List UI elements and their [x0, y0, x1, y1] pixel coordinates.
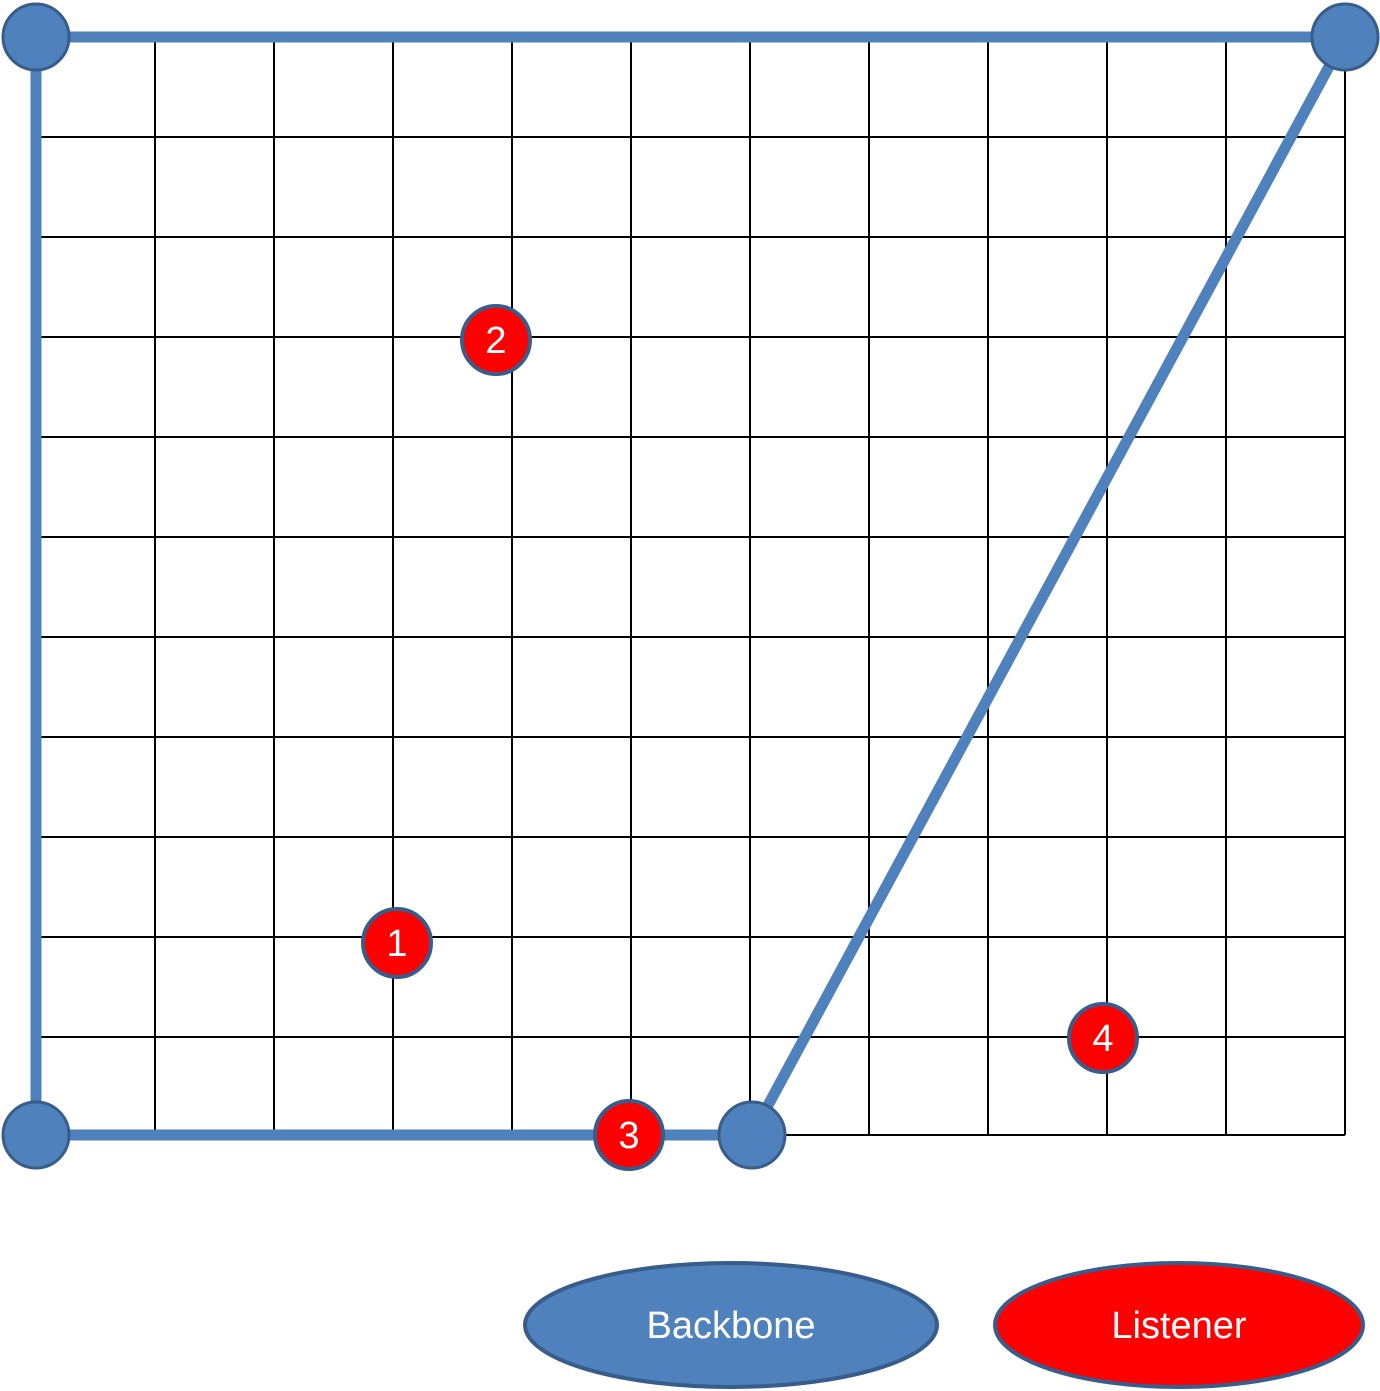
- backbone-lines: [30, 31, 1351, 1141]
- listener-1: 1: [361, 907, 433, 979]
- backbone-nodes: [1, 2, 1380, 1170]
- listener-2: 2: [460, 304, 532, 376]
- listener-label: 1: [386, 923, 407, 965]
- listener-label: 3: [618, 1115, 639, 1157]
- listener-circle: [593, 1099, 665, 1171]
- legend: Backbone Listener: [523, 1261, 1365, 1389]
- backbone-node-top-right: [1310, 2, 1380, 72]
- listener-circle: [460, 304, 532, 376]
- legend-listener: Listener: [993, 1261, 1365, 1389]
- legend-listener-ellipse: [993, 1261, 1365, 1389]
- listeners: 1 2 3 4: [361, 304, 1139, 1171]
- legend-backbone: Backbone: [523, 1261, 939, 1389]
- listener-3: 3: [593, 1099, 665, 1171]
- backbone-link: [746, 31, 1351, 1141]
- listener-label: 4: [1092, 1018, 1113, 1060]
- grid: [34, 35, 1347, 1137]
- backbone-node-bottom-left: [1, 1100, 71, 1170]
- legend-backbone-label: Backbone: [646, 1305, 815, 1347]
- listener-4: 4: [1067, 1002, 1139, 1074]
- legend-backbone-ellipse: [523, 1261, 939, 1389]
- legend-listener-label: Listener: [1111, 1305, 1247, 1347]
- backbone-node-bottom-mid: [717, 1100, 787, 1170]
- listener-circle: [361, 907, 433, 979]
- listener-label: 2: [485, 320, 506, 362]
- listener-circle: [1067, 1002, 1139, 1074]
- backbone-node-top-left: [1, 2, 71, 72]
